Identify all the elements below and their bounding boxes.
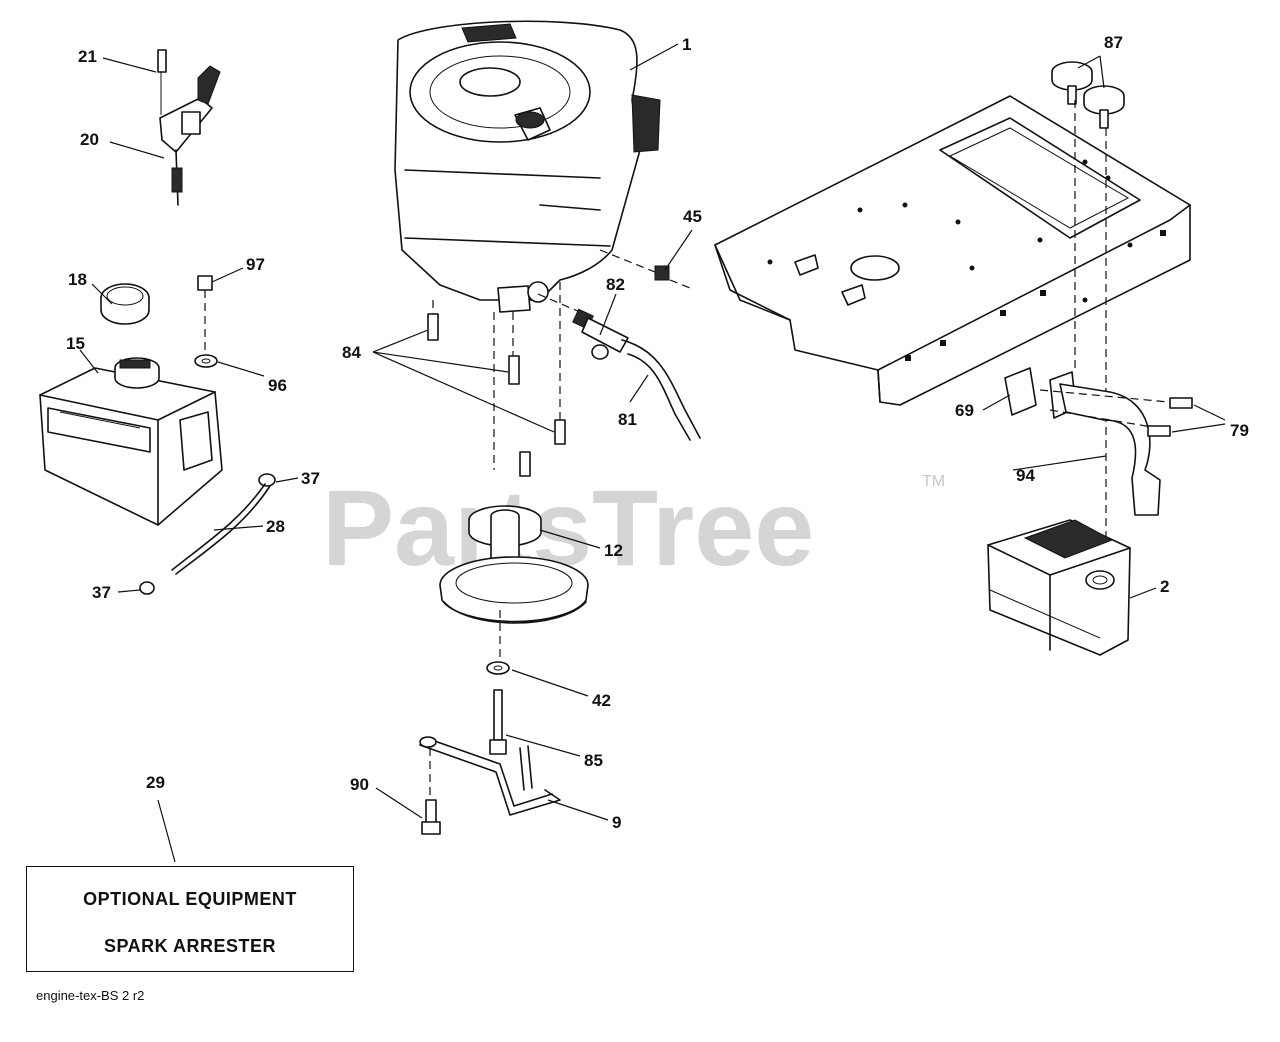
- knobs-part: [1051, 61, 1125, 129]
- callout-81: 81: [618, 410, 637, 429]
- callout-2: 2: [1160, 577, 1169, 596]
- bolt-and-washer-part: [194, 275, 218, 368]
- spark-arrester-label: SPARK ARRESTER: [103, 936, 276, 956]
- fuel-pump-part: [537, 293, 701, 441]
- callout-37-top: 37: [301, 469, 320, 488]
- callout-87: 87: [1104, 33, 1123, 52]
- callout-96: 96: [268, 376, 287, 395]
- callout-90: 90: [350, 775, 369, 794]
- muffler-part: [987, 519, 1131, 656]
- callout-29: 29: [146, 773, 165, 792]
- callout-labels: 1 2 9 12 15 18 20 21 28 29 37 37 42 45 6…: [66, 33, 1249, 832]
- callout-94: 94: [1016, 466, 1035, 485]
- callout-84: 84: [342, 343, 361, 362]
- leader-lines: [79, 43, 1226, 863]
- drawing-reference: engine-tex-BS 2 r2: [36, 988, 145, 1003]
- callout-21: 21: [78, 47, 97, 66]
- callout-42: 42: [592, 691, 611, 710]
- callout-85: 85: [584, 751, 603, 770]
- callout-45: 45: [683, 207, 702, 226]
- optional-equipment-box: OPTIONAL EQUIPMENT SPARK ARRESTER: [26, 866, 354, 972]
- callout-9: 9: [612, 813, 621, 832]
- callout-69: 69: [955, 401, 974, 420]
- throttle-control: [157, 49, 221, 206]
- fuel-tank-part: [39, 357, 223, 526]
- callout-15: 15: [66, 334, 85, 353]
- callout-20: 20: [80, 130, 99, 149]
- engine-mount-plate-part: [714, 95, 1191, 406]
- watermark-trademark: TM: [922, 473, 945, 490]
- bracket-bolt-part: [421, 748, 441, 835]
- callout-79: 79: [1230, 421, 1249, 440]
- callout-1: 1: [682, 35, 691, 54]
- pulley-part: [439, 312, 589, 624]
- callout-97: 97: [246, 255, 265, 274]
- callout-12: 12: [604, 541, 623, 560]
- callout-82: 82: [606, 275, 625, 294]
- exhaust-pipe-part: [1004, 100, 1193, 560]
- callout-28: 28: [266, 517, 285, 536]
- mounting-bolts-part: [427, 282, 566, 477]
- bracket-part: [419, 736, 561, 816]
- optional-equipment-title: OPTIONAL EQUIPMENT: [83, 889, 297, 909]
- callout-37-bottom: 37: [92, 583, 111, 602]
- fuel-cap-part: [100, 283, 150, 325]
- engine-part: [394, 20, 661, 313]
- callout-18: 18: [68, 270, 87, 289]
- pulley-bolt-part: [486, 610, 510, 755]
